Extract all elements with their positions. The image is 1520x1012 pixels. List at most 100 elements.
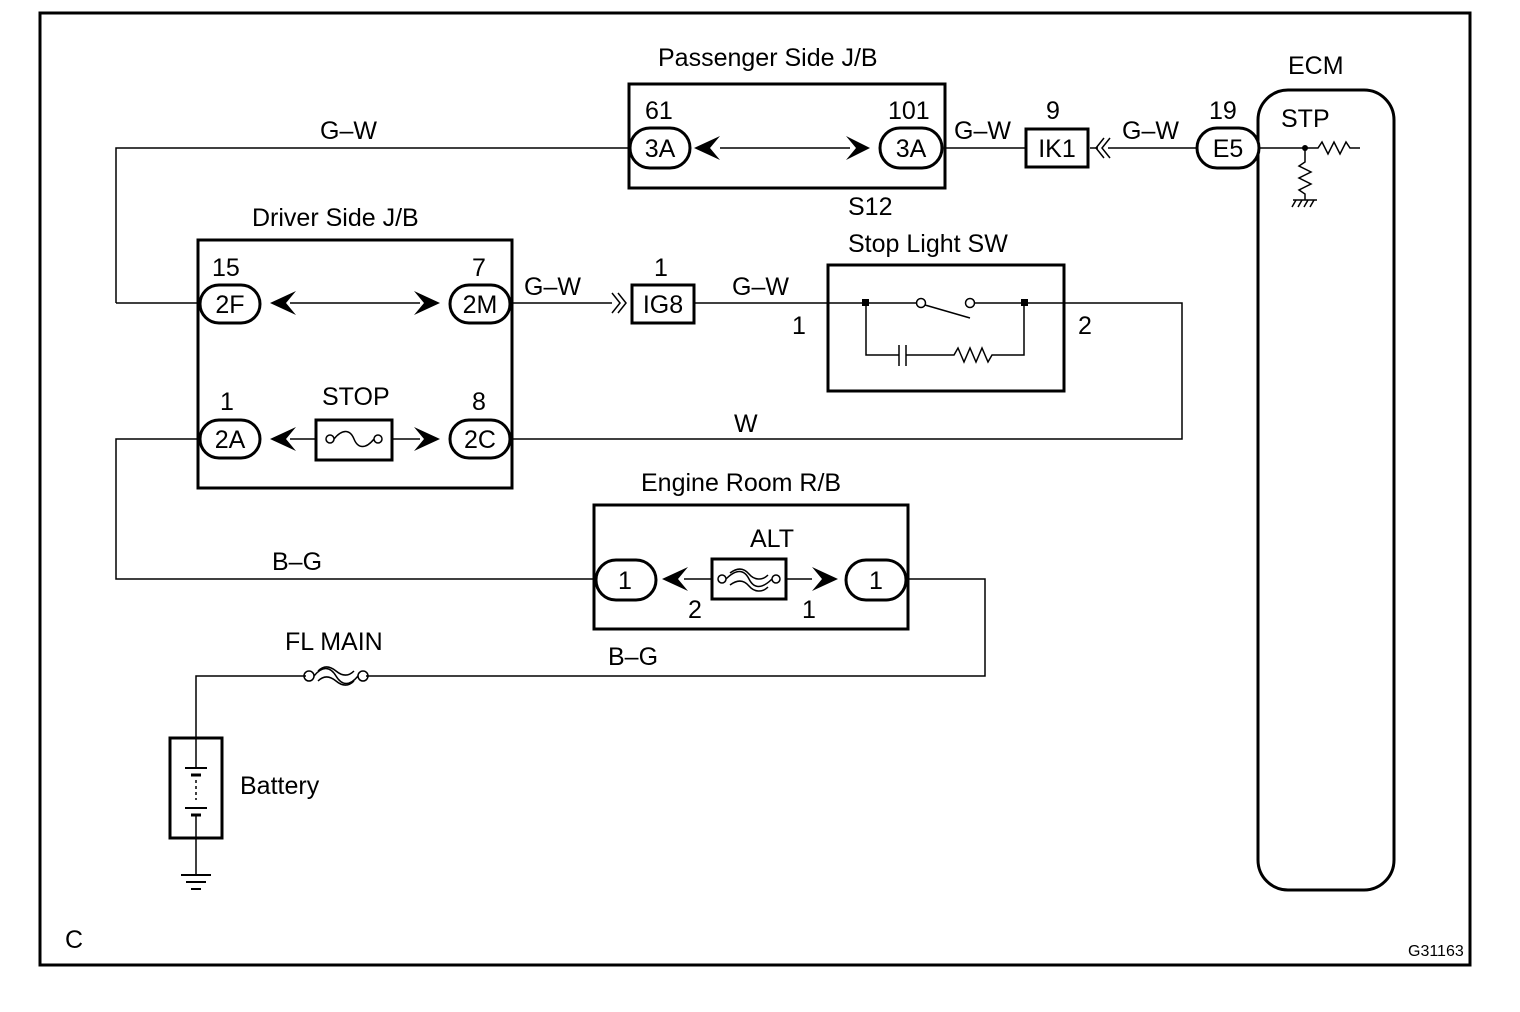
wire-label-gw-top-right: G–W [1122,117,1179,145]
connector-arrow-icon [414,291,440,315]
driver-side-jb: Driver Side J/B 15 2F 7 2M 1 2A STOP 8 2… [196,204,514,490]
driver-jb-title: Driver Side J/B [252,204,419,232]
ground-icon [1291,199,1317,208]
driver-jb-2c-connector [448,418,512,460]
passenger-jb-left-conn-label: 3A [645,135,676,163]
connector-arrow-icon [662,567,688,591]
switch-contact-icon [964,297,976,309]
connector-arrow-icon [414,427,440,451]
switch-lever-icon [924,304,971,319]
fusible-link-icon [317,676,355,686]
connector-chevron-icon [1101,137,1111,159]
driver-jb-top-left-conn: 2F [215,291,244,319]
driver-jb-top-right-pin: 7 [472,254,486,282]
resistor-icon [1305,140,1360,156]
engine-rb-fuse-label: ALT [750,525,794,553]
connector-arrow-icon [846,136,870,160]
ecm-title: ECM [1288,52,1344,80]
resistor-icon [1297,148,1313,200]
passenger-jb-title: Passenger Side J/B [658,44,878,72]
resistor-icon [906,306,1025,364]
junction-ig8: 1 IG8 [611,254,696,325]
engine-rb-left-connector [594,558,658,602]
driver-jb-fuse-label: STOP [322,383,390,411]
passenger-jb-right-connector [878,126,944,170]
junction-ik1: 9 IK1 [1024,97,1111,169]
driver-jb-top-right-conn: 2M [463,291,498,319]
passenger-jb-right-conn-label: 3A [896,135,927,163]
ik1-box [1024,127,1090,169]
fl-main-fusible-link: FL MAIN [285,628,383,686]
corner-label: C [65,926,83,954]
ecm-pin: 19 [1209,97,1237,125]
engine-rb-fuse-pin-left: 2 [688,596,702,624]
connector-chevron-icon [617,292,627,314]
driver-jb-top-left-pin: 15 [212,254,240,282]
driver-jb-bottom-right-conn: 2C [464,426,496,454]
driver-jb-bottom-right-pin: 8 [472,388,486,416]
connector-chevron-icon [611,292,621,314]
wire-label-gw-top-left: G–W [320,117,377,145]
stop-sw-pin-right: 2 [1078,312,1092,340]
ik1-pin: 9 [1046,97,1060,125]
passenger-jb-left-connector [628,126,692,170]
ecm-terminal-label: STP [1281,105,1330,133]
ig8-pin: 1 [654,254,668,282]
fl-main-label: FL MAIN [285,628,383,656]
wire-bg-upper [115,438,596,580]
ig8-box [630,283,696,325]
passenger-jb-bottom-label: S12 [848,193,892,221]
connector-arrow-icon [694,136,720,160]
stop-light-switch: Stop Light SW 1 2 [792,230,1092,393]
switch-contact-icon [915,297,927,309]
wire-gw-left-riser [115,147,630,303]
switch-wire [865,306,899,356]
diagram-frame [38,11,1472,967]
ecm-conn-label: E5 [1213,135,1244,163]
driver-jb-2m-connector [448,283,512,325]
terminal-dot-icon [1021,299,1028,306]
passenger-jb-box [627,82,947,190]
connector-arrow-icon [270,291,296,315]
engine-room-rb: Engine Room R/B 1 ALT 2 1 1 [592,469,910,631]
engine-rb-left-conn: 1 [618,567,632,595]
fusible-link-icon [317,666,355,676]
connector-arrow-icon [270,427,296,451]
engine-rb-box [592,503,910,631]
wire-label-bg-lower: B–G [608,643,658,671]
driver-jb-2f-connector [198,283,262,325]
ground-icon [181,874,211,890]
passenger-side-jb: Passenger Side J/B 61 3A 101 3A S12 [627,44,947,221]
passenger-jb-left-pin: 61 [645,97,673,125]
wire-label-w: W [734,410,758,438]
stop-sw-box [826,263,1066,393]
engine-rb-title: Engine Room R/B [641,469,841,497]
wire-label-gw-top-mid: G–W [954,117,1011,145]
stop-sw-title: Stop Light SW [848,230,1008,258]
wire-label-gw-mid-right: G–W [732,273,789,301]
battery: Battery [168,736,320,890]
driver-jb-bottom-left-conn: 2A [215,426,246,454]
ecm-body [1256,88,1396,892]
connector-arrow-icon [812,567,838,591]
engine-rb-right-conn: 1 [869,567,883,595]
engine-rb-fuse-pin-right: 1 [802,596,816,624]
fusible-link-icon [313,667,359,685]
figure-id: G31163 [1408,943,1464,960]
wire-fl-to-battery [195,675,306,738]
wire-label-bg-upper: B–G [272,548,322,576]
wires [115,147,1305,874]
ecm-connector [1195,126,1261,170]
ecm: ECM 19 E5 STP [1195,52,1396,892]
driver-jb-bottom-left-pin: 1 [220,388,234,416]
ik1-label: IK1 [1038,135,1076,163]
alt-fuse-icon [710,557,788,601]
stop-fuse-icon [314,418,394,462]
wire-label-gw-mid-left: G–W [524,273,581,301]
ig8-label: IG8 [643,291,683,319]
driver-jb-box [196,238,514,490]
wire-w [512,302,1183,440]
terminal-dot-icon [862,299,869,306]
passenger-jb-right-pin: 101 [888,97,930,125]
